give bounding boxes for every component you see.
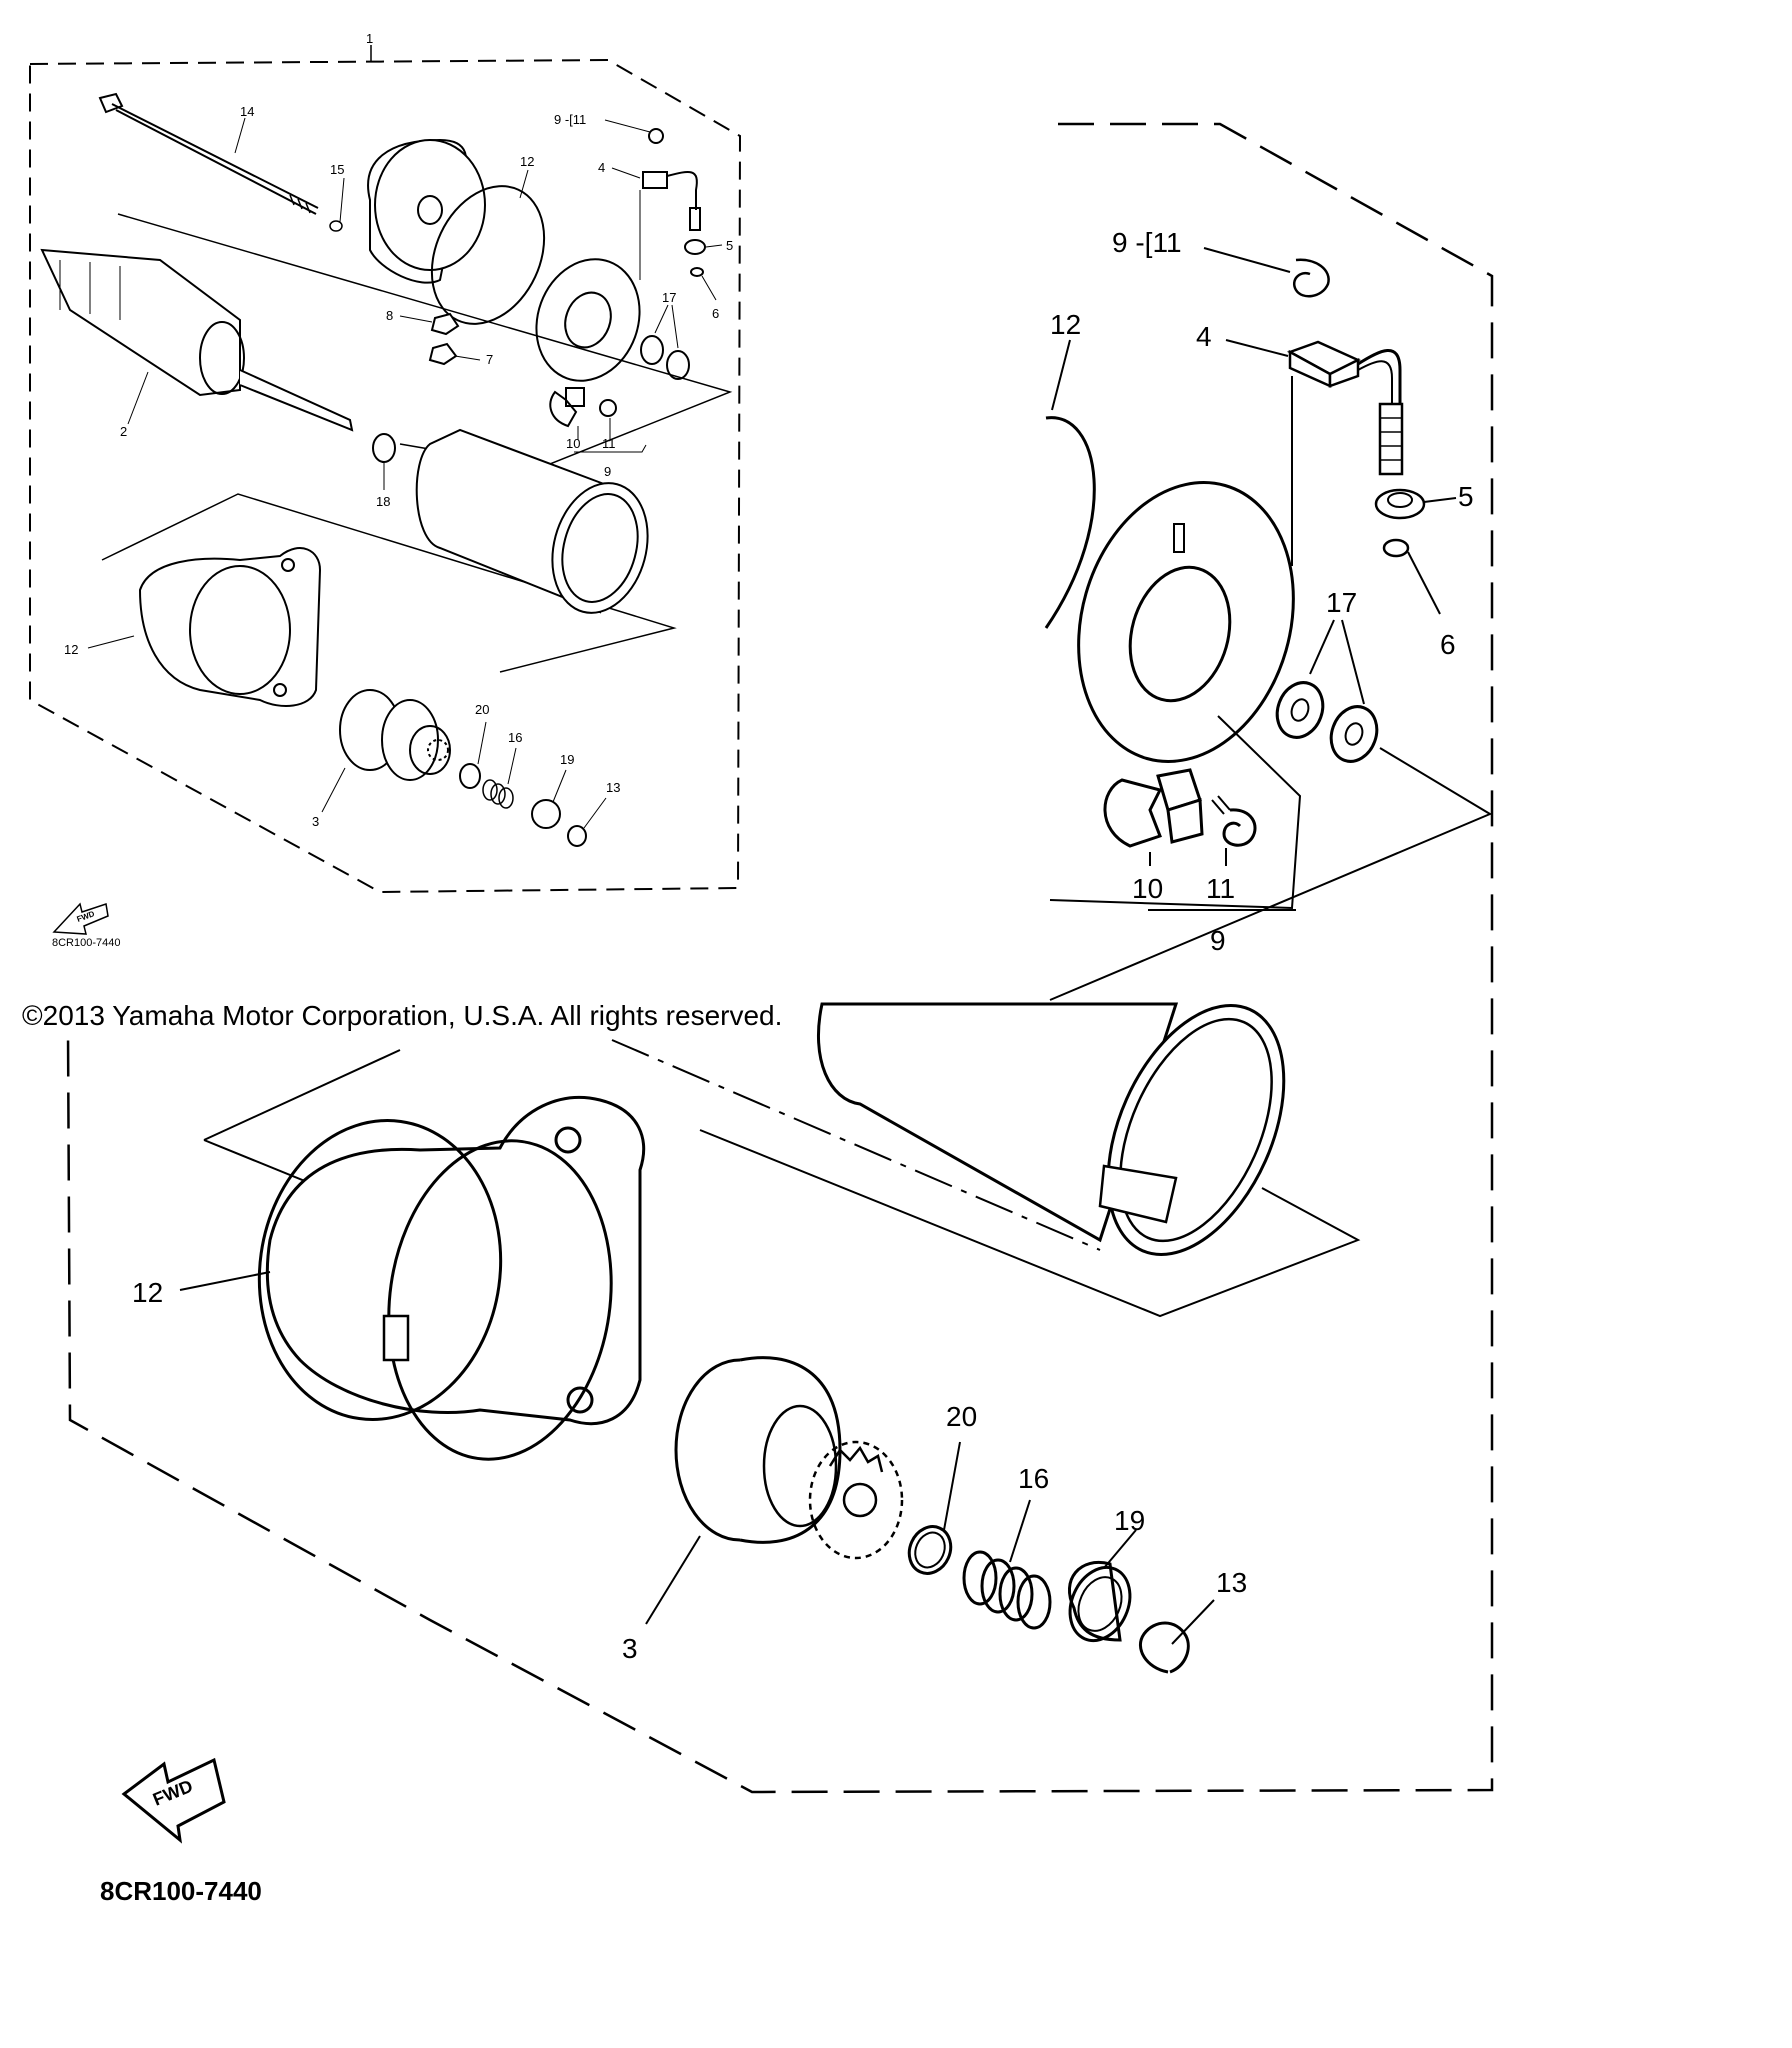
label-detail-12-bottom: 12 <box>132 1277 163 1308</box>
label-overview-2: 2 <box>120 424 127 439</box>
label-overview-19: 19 <box>560 752 574 767</box>
label-overview-12b: 12 <box>64 642 78 657</box>
detail-washers-17 <box>1275 681 1379 763</box>
label-overview-15: 15 <box>330 162 344 177</box>
detail-clip-20 <box>907 1525 953 1575</box>
label-overview-13: 13 <box>606 780 620 795</box>
label-overview-12a: 12 <box>520 154 534 169</box>
overview-oring-12 <box>430 185 546 325</box>
overview-yoke <box>415 428 649 614</box>
detail-brush-plate <box>1077 481 1295 763</box>
detail-clutch <box>674 1356 904 1560</box>
detail-spring-top <box>1293 258 1330 298</box>
overview-armature <box>40 248 354 432</box>
label-overview-1: 1 <box>366 31 373 46</box>
overview-front-cover <box>138 547 322 707</box>
label-detail-3: 3 <box>622 1633 638 1664</box>
copyright-notice: ©2013 Yamaha Motor Corporation, U.S.A. A… <box>22 1000 783 1031</box>
label-overview-8: 8 <box>386 308 393 323</box>
label-overview-9: 9 <box>604 464 611 479</box>
detail-collar-19 <box>1067 1561 1132 1643</box>
detail-yoke <box>817 1002 1286 1256</box>
label-detail-11: 11 <box>1206 873 1235 904</box>
detail-brush-holder <box>1103 768 1204 848</box>
detail-fwd-arrow: FWD <box>121 1757 226 1844</box>
detail-oring-6 <box>1382 538 1410 558</box>
label-detail-16: 16 <box>1018 1463 1049 1494</box>
detail-spring-16 <box>962 1550 1052 1630</box>
label-overview-14: 14 <box>240 104 254 119</box>
label-detail-6: 6 <box>1440 629 1456 660</box>
overview-rear-cover <box>367 138 486 284</box>
overview-clutch <box>339 689 451 781</box>
detail-nut-5 <box>1374 488 1426 520</box>
detail-spring-11 <box>1211 795 1257 847</box>
detail-brush <box>1286 340 1404 476</box>
detail-diagram: 9 -[11 12 4 5 6 <box>66 122 1494 1844</box>
label-overview-6: 6 <box>712 306 719 321</box>
label-overview-20: 20 <box>475 702 489 717</box>
label-detail-9-11: 9 -[11 <box>1112 227 1182 258</box>
label-overview-18: 18 <box>376 494 390 509</box>
label-overview-5: 5 <box>726 238 733 253</box>
detail-oring-12-top <box>1044 416 1096 629</box>
label-overview-17: 17 <box>662 290 676 305</box>
label-detail-20: 20 <box>946 1401 977 1432</box>
label-overview-7: 7 <box>486 352 493 367</box>
label-detail-17: 17 <box>1326 587 1357 618</box>
label-detail-12-top: 12 <box>1050 309 1081 340</box>
label-detail-9: 9 <box>1210 925 1226 956</box>
label-detail-19: 19 <box>1114 1505 1145 1536</box>
detail-circlip-13 <box>1138 1621 1190 1674</box>
label-detail-13: 13 <box>1216 1567 1247 1598</box>
label-overview-4: 4 <box>598 160 605 175</box>
label-overview-9-11: 9 -[11 <box>554 112 586 127</box>
label-detail-10: 10 <box>1132 873 1163 904</box>
detail-front-cover <box>257 1095 646 1461</box>
drawing-code-large: 8CR100-7440 <box>100 1876 262 1906</box>
label-detail-4: 4 <box>1196 321 1212 352</box>
label-overview-3: 3 <box>312 814 319 829</box>
label-overview-10: 10 <box>566 436 580 451</box>
overview-fwd-arrow: FWD <box>52 902 109 935</box>
label-detail-5: 5 <box>1458 481 1474 512</box>
overview-long-bolt <box>98 92 319 215</box>
overview-diagram: 1 14 15 12 9 -[11 4 <box>29 31 742 935</box>
detail-assembly-border <box>66 122 1494 1794</box>
label-overview-16: 16 <box>508 730 522 745</box>
overview-brush-plate <box>535 258 641 382</box>
drawing-code-small: 8CR100-7440 <box>52 937 121 949</box>
